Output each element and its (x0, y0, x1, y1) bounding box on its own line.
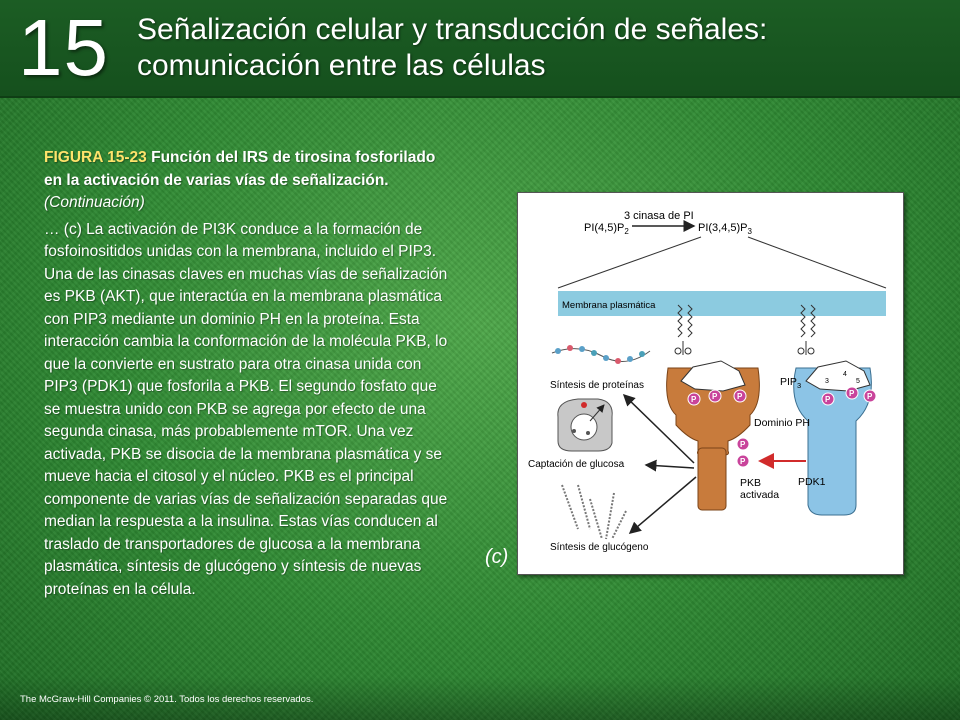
pip3-lipid-left (674, 304, 693, 355)
pkb-label: PKB (740, 477, 761, 489)
svg-text:P: P (691, 395, 697, 404)
svg-text:P: P (740, 457, 746, 466)
figure-title: Función del IRS de tirosina fosforilado … (44, 149, 436, 189)
chapter-number: 15 (18, 3, 109, 92)
continuation-note: (Continuación) (44, 194, 145, 211)
ring-number-5: 5 (856, 378, 860, 385)
footer-bar (0, 676, 960, 720)
svg-text:P: P (712, 392, 718, 401)
svg-text:P: P (825, 395, 831, 404)
zoom-line-right (747, 236, 887, 289)
ph-domain-label: Dominio PH (754, 417, 810, 429)
glycogen-icon (561, 484, 627, 540)
header-bar: 15 Señalización celular y transducción d… (0, 0, 960, 98)
pkb-body (697, 447, 727, 511)
arrow-to-glycogen-synthesis (628, 476, 697, 534)
phosphate-pkb-activated: P P (736, 437, 750, 468)
reaction-product: PI(3,4,5)P3 (698, 222, 753, 236)
glucose-transporter-icon (557, 398, 613, 452)
ring-number-4: 4 (843, 371, 847, 378)
pip3-lipid-right (797, 304, 816, 355)
figure-caption: FIGURA 15-23 Función del IRS de tirosina… (44, 147, 454, 601)
svg-text:P: P (867, 392, 873, 401)
ring-number-3: 3 (825, 378, 829, 385)
caption-heading: FIGURA 15-23 Función del IRS de tirosina… (44, 147, 454, 215)
protein-synthesis-label: Síntesis de proteínas (550, 380, 644, 391)
zoom-line-left (557, 236, 702, 289)
arrow-to-protein-synthesis (622, 393, 695, 464)
glucose-uptake-label: Captación de glucosa (528, 459, 625, 470)
copyright-text: The McGraw-Hill Companies © 2011. Todos … (20, 694, 314, 705)
pkb-inositol-ring (680, 360, 746, 392)
glycogen-synthesis-label: Síntesis de glucógeno (550, 542, 649, 553)
figure-label: FIGURA 15-23 (44, 149, 147, 166)
svg-text:P: P (849, 389, 855, 398)
caption-body: … (c) La activación de PI3K conduce a la… (44, 220, 448, 598)
svg-text:P: P (740, 440, 746, 449)
figure-diagram: PI(4,5)P2 3 cinasa de PI PI(3,4,5)P3 Mem… (517, 192, 904, 575)
reaction-substrate: PI(4,5)P2 (584, 222, 629, 236)
pdk1-shape (793, 367, 872, 516)
svg-text:P: P (737, 392, 743, 401)
phosphate-group-pdk1: P P P (821, 386, 877, 406)
pip3-label: PIP3 (780, 376, 801, 390)
arrow-to-glucose-uptake (644, 459, 695, 472)
pdk1-inositol-ring (805, 360, 871, 392)
pkb-activated-label: activada (740, 489, 779, 501)
pkb-pathway-diagram: PI(4,5)P2 3 cinasa de PI PI(3,4,5)P3 Mem… (528, 210, 887, 553)
plasma-membrane (558, 291, 886, 316)
panel-label: (c) (485, 546, 509, 568)
enzyme-label: 3 cinasa de PI (624, 210, 694, 222)
pdk1-label: PDK1 (798, 476, 826, 488)
membrane-label: Membrana plasmática (562, 300, 656, 311)
chapter-title: Señalización celular y transducción de s… (137, 13, 768, 82)
phosphate-group-pkb: P P P (687, 389, 747, 406)
protein-chain-icon (551, 345, 651, 364)
